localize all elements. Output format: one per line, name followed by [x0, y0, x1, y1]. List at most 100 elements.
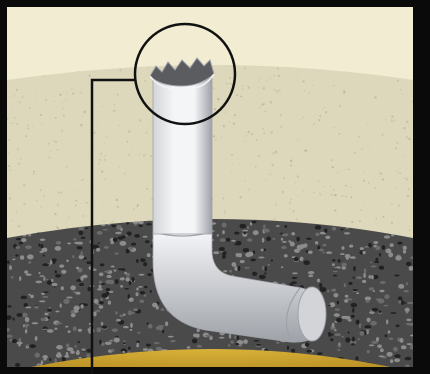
gravel-stone [106, 292, 110, 295]
gravel-stone [348, 319, 352, 322]
gravel-stone [252, 272, 257, 276]
gravel-stone [126, 277, 130, 281]
sand-speck [375, 218, 377, 220]
gravel-stone [327, 289, 329, 292]
gravel-stone [130, 329, 133, 331]
gravel-stone [56, 345, 63, 349]
sand-speck [67, 220, 68, 221]
gravel-stone [390, 312, 396, 314]
gravel-stone [382, 245, 386, 250]
gravel-stone [356, 276, 362, 279]
sand-speck [22, 96, 24, 98]
sand-speck [107, 197, 108, 198]
gravel-stone [308, 275, 313, 277]
sand-speck [263, 132, 265, 134]
sand-speck [341, 202, 342, 203]
gravel-stone [345, 337, 350, 342]
gravel-stone [168, 336, 174, 338]
gravel-stone [136, 287, 138, 290]
gravel-stone [120, 241, 127, 246]
gravel-stone [226, 238, 231, 242]
sand-speck [318, 181, 320, 183]
gravel-stone [331, 289, 336, 292]
sand-speck [351, 221, 353, 223]
gravel-stone [355, 356, 358, 360]
gravel-stone [284, 254, 288, 257]
sand-speck [45, 99, 47, 101]
sand-speck [66, 166, 68, 168]
gravel-stone [80, 304, 83, 308]
sand-speck [57, 149, 59, 151]
gravel-stone [329, 302, 335, 307]
sand-speck [258, 87, 259, 88]
sand-speck [244, 180, 246, 182]
sand-speck [80, 124, 83, 127]
gravel-stone [369, 287, 374, 290]
gravel-stone [29, 344, 36, 348]
gravel-stone [396, 325, 400, 328]
gravel-stone [375, 258, 378, 262]
sand-speck [61, 101, 63, 103]
sand-speck [83, 178, 84, 179]
gravel-stone [147, 253, 151, 257]
sand-speck [356, 164, 357, 165]
gravel-stone [143, 348, 148, 351]
sand-speck [125, 84, 126, 85]
sand-speck [302, 116, 303, 117]
gravel-stone [35, 336, 38, 341]
gravel-stone [78, 341, 80, 343]
gravel-stone [365, 300, 370, 303]
gravel-stone [377, 344, 382, 348]
sand-speck [224, 111, 225, 112]
gravel-stone [101, 322, 103, 326]
gravel-stone [143, 236, 148, 238]
gravel-stone [86, 353, 90, 357]
sand-speck [150, 155, 152, 157]
sand-speck [280, 126, 282, 128]
gravel-stone [253, 340, 259, 342]
sand-speck [128, 154, 130, 156]
sand-speck [229, 121, 230, 122]
gravel-stone [351, 303, 358, 307]
sand-speck [52, 121, 53, 122]
gravel-stone [331, 334, 334, 336]
gravel-stone [129, 281, 132, 285]
gravel-stone [333, 275, 337, 277]
gravel-stone [128, 310, 133, 315]
gravel-stone [78, 329, 82, 332]
gravel-stone [61, 286, 64, 290]
gravel-stone [122, 351, 125, 353]
gravel-stone [266, 237, 271, 242]
gravel-stone [39, 300, 46, 302]
sand-speck [11, 203, 12, 204]
sand-speck [82, 179, 83, 180]
gravel-stone [73, 306, 79, 311]
gravel-stone [81, 349, 85, 351]
gravel-stone [315, 225, 321, 229]
sand-speck [138, 146, 139, 147]
gravel-stone [78, 230, 83, 235]
sand-speck [133, 208, 135, 210]
gravel-stone [43, 255, 45, 257]
sand-speck [305, 149, 308, 152]
gravel-stone [360, 247, 364, 250]
sand-speck [253, 180, 254, 181]
gravel-stone [85, 227, 89, 229]
gravel-stone [250, 258, 256, 261]
sand-speck [139, 154, 140, 155]
sand-speck [65, 99, 67, 101]
sand-speck [97, 124, 98, 125]
gravel-stone [16, 238, 21, 241]
sand-speck [40, 189, 42, 191]
sand-speck [339, 105, 342, 108]
gravel-stone [308, 251, 313, 254]
sand-speck [333, 85, 334, 86]
gravel-stone [405, 364, 410, 366]
gravel-stone [123, 326, 129, 328]
gravel-stone [341, 316, 348, 319]
sand-speck [325, 111, 327, 113]
gravel-stone [256, 344, 261, 346]
sand-speck [60, 191, 62, 193]
sand-speck [304, 90, 305, 91]
gravel-stone [305, 343, 309, 347]
